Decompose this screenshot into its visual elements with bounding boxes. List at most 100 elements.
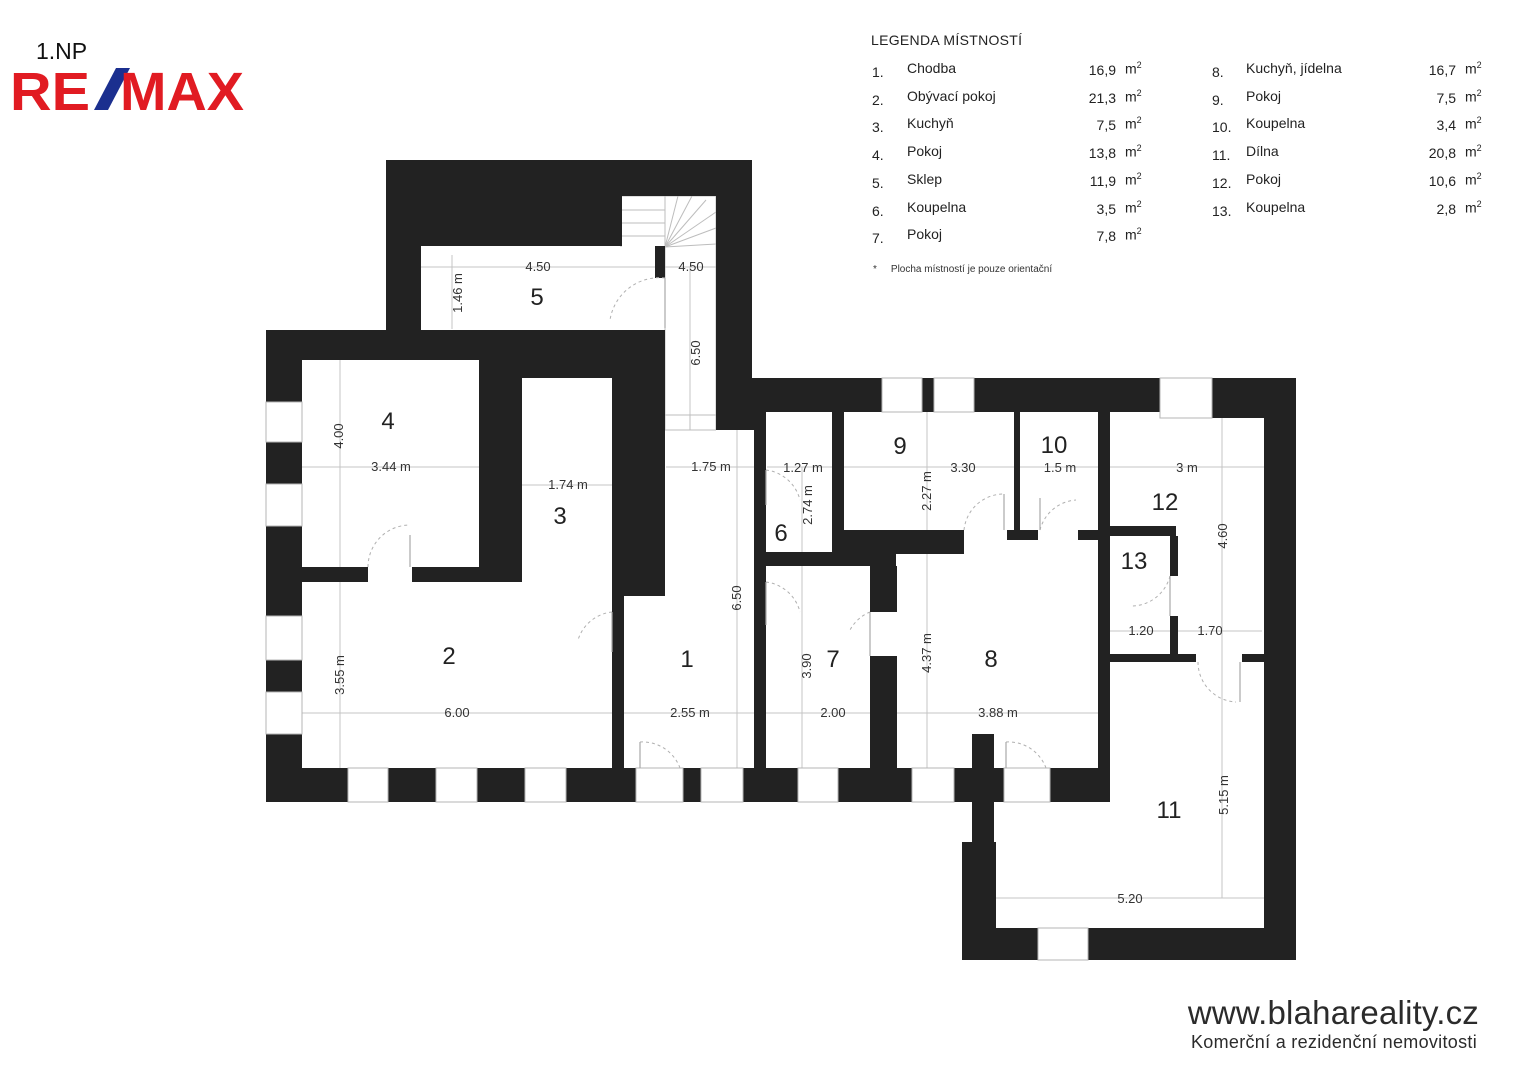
legend-item-unit: m2 <box>1465 171 1482 188</box>
legend-item-unit: m2 <box>1465 60 1482 77</box>
unit-base: m <box>1125 116 1137 133</box>
dimension-lines <box>302 255 1264 899</box>
unit-base: m <box>1125 199 1137 216</box>
legend-item: 2. Obývací pokoj 21,3 m2 <box>872 88 1162 108</box>
legend-item-unit: m2 <box>1465 115 1482 132</box>
unit-superscript: 2 <box>1476 198 1482 209</box>
legend-item-name: Pokoj <box>907 143 943 160</box>
dim-r8-height: 4.37 m <box>919 633 934 673</box>
unit-superscript: 2 <box>1136 60 1142 70</box>
room-number-13: 13 <box>1121 548 1148 575</box>
note-text: Plocha místností je pouze orientační <box>890 264 1053 275</box>
legend-item-name: Koupelna <box>1246 198 1306 215</box>
dim-r13-width: 1.20 <box>1128 623 1153 638</box>
legend-item: 10. Koupelna 3,4 m2 <box>1212 115 1502 135</box>
legend-item-name: Sklep <box>907 170 943 187</box>
legend-item-name: Obývací pokoj <box>907 87 996 104</box>
unit-superscript: 2 <box>1136 115 1142 126</box>
unit-base: m <box>1465 199 1477 216</box>
legend-item-unit: m2 <box>1465 88 1482 105</box>
legend-item-name: Pokoj <box>1246 87 1282 104</box>
unit-superscript: 2 <box>1476 115 1482 126</box>
unit-base: m <box>1125 143 1137 160</box>
room-number-10: 10 <box>1041 432 1068 459</box>
legend-item-area: 3,5 <box>1096 200 1116 217</box>
dimension-labels: 4.50 1.46 m 4.50 6.50 4.00 3.44 m 1.74 m… <box>331 259 1231 906</box>
legend-item-number: 13. <box>1212 202 1232 219</box>
dim-r12-height: 4.60 <box>1215 523 1230 548</box>
legend-item-name: Pokoj <box>907 226 943 243</box>
dim-r12-lower-width: 1.70 <box>1197 623 1222 638</box>
dim-r3-width: 1.74 m <box>548 477 588 492</box>
unit-base: m <box>1465 171 1477 188</box>
unit-base: m <box>1465 60 1477 77</box>
legend-item-area: 13,8 <box>1088 145 1116 162</box>
legend-item-number: 12. <box>1212 174 1232 191</box>
room-number-3: 3 <box>553 503 566 530</box>
dim-stair-length: 6.50 <box>688 340 703 365</box>
legend-item-area: 20,8 <box>1428 145 1456 162</box>
legend-item-name: Koupelna <box>1246 115 1306 132</box>
legend-item-area: 16,9 <box>1088 62 1116 78</box>
legend-item-area: 7,5 <box>1436 89 1456 106</box>
legend-item-area: 21,3 <box>1088 89 1116 106</box>
legend-item-number: 10. <box>1212 119 1232 136</box>
dim-r9-width: 3.30 <box>950 460 975 475</box>
legend-item-name: Dílna <box>1246 143 1279 160</box>
legend-item-area: 3,4 <box>1436 117 1456 134</box>
unit-superscript: 2 <box>1136 198 1142 209</box>
unit-base: m <box>1465 116 1477 133</box>
unit-superscript: 2 <box>1476 87 1482 98</box>
legend-item-area: 16,7 <box>1428 62 1456 78</box>
room-numbers: 1 2 3 4 5 6 7 8 9 10 11 12 13 <box>381 284 1181 824</box>
legend-note: * Plocha místností je pouze orientační <box>873 264 1052 275</box>
legend-item-name: Kuchyň, jídelna <box>1246 60 1342 76</box>
unit-base: m <box>1125 60 1137 77</box>
walls <box>266 160 1296 960</box>
room-number-5: 5 <box>530 284 543 311</box>
dim-r7-height: 3.90 <box>799 653 814 678</box>
company-tagline: Komerční a rezidenční nemovitosti <box>1190 1032 1477 1052</box>
legend-item-name: Koupelna <box>907 198 967 215</box>
dim-r4-width: 3.44 m <box>371 459 411 474</box>
legend-item-number: 6. <box>872 202 884 219</box>
legend-item: 6. Koupelna 3,5 m2 <box>872 199 1162 219</box>
legend-item-number: 1. <box>872 64 884 80</box>
floor-label: 1.NP <box>36 38 88 64</box>
dim-r12-width: 3 m <box>1176 460 1198 475</box>
note-mark: * <box>873 264 877 275</box>
room-number-2: 2 <box>442 643 455 670</box>
room-number-12: 12 <box>1152 489 1179 516</box>
unit-base: m <box>1125 171 1137 188</box>
legend-item-unit: m2 <box>1125 88 1142 105</box>
dim-r5-width: 4.50 <box>525 259 550 274</box>
legend-item-number: 2. <box>872 91 884 108</box>
unit-base: m <box>1125 88 1137 105</box>
dim-r1-length: 6.50 <box>729 585 744 610</box>
dim-stair-width: 4.50 <box>678 259 703 274</box>
legend-item-area: 7,5 <box>1096 117 1116 134</box>
unit-superscript: 2 <box>1136 87 1142 98</box>
legend-item-name: Kuchyň <box>907 115 954 132</box>
legend-item-unit: m2 <box>1125 199 1142 216</box>
dim-r6-width: 1.27 m <box>783 460 823 475</box>
legend-item-unit: m2 <box>1125 60 1142 77</box>
legend-item-number: 7. <box>872 230 884 247</box>
room-number-9: 9 <box>893 433 906 460</box>
room-number-4: 4 <box>381 408 394 435</box>
legend-item-unit: m2 <box>1125 171 1142 188</box>
unit-base: m <box>1465 143 1477 160</box>
dim-r2-height: 3.55 m <box>332 655 347 695</box>
legend-item-area: 2,8 <box>1436 200 1456 217</box>
website-url[interactable]: www.blahareality.cz <box>1187 994 1479 1031</box>
legend-item-number: 4. <box>872 147 884 164</box>
